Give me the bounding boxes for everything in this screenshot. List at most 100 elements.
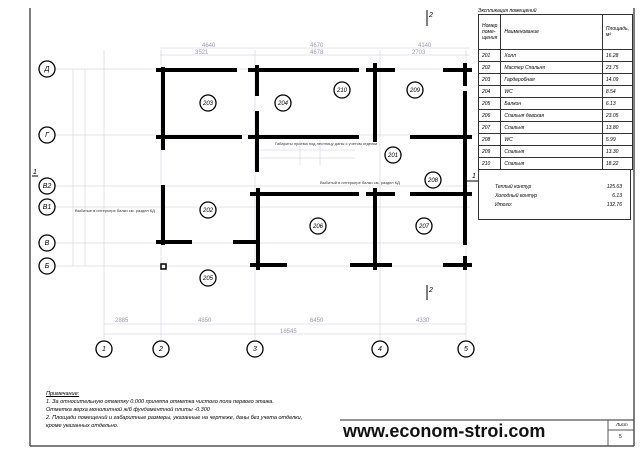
total-value: 6.13 bbox=[612, 193, 622, 199]
column-post bbox=[160, 263, 167, 270]
total-label: Теплый контур bbox=[495, 184, 532, 190]
website-label[interactable]: www.econom-stroi.com bbox=[343, 421, 546, 441]
cell-num: 208 bbox=[477, 133, 502, 146]
cell-name: WC bbox=[500, 133, 603, 146]
total-value: 125.63 bbox=[606, 184, 622, 190]
cell-num: 204 bbox=[477, 85, 502, 98]
cell-num: 206 bbox=[477, 109, 502, 122]
axis-col-marker: 3 bbox=[253, 346, 257, 353]
cell-area: 13.80 bbox=[601, 121, 634, 134]
room-number: 207 bbox=[418, 224, 430, 230]
section-marks bbox=[32, 10, 478, 300]
axis-row-marker-circle bbox=[38, 60, 56, 78]
room-number-circle bbox=[406, 81, 424, 99]
room-number: 206 bbox=[312, 224, 324, 230]
cell-num: 209 bbox=[477, 145, 502, 158]
cell-num: 201 bbox=[477, 49, 502, 62]
header-name: Наименование bbox=[500, 14, 603, 50]
section-2-bottom: 2 bbox=[428, 287, 433, 294]
room-number-circle bbox=[415, 217, 433, 235]
room-schedule-title: Экспликация помещений bbox=[478, 8, 537, 14]
notes-title: Примечание: bbox=[46, 391, 80, 397]
cell-num: 205 bbox=[477, 97, 502, 110]
axis-row-marker-circle bbox=[38, 198, 56, 216]
section-1-right: 1 bbox=[472, 173, 476, 180]
cell-area: 6.13 bbox=[601, 97, 634, 110]
room-number-circle bbox=[199, 269, 217, 287]
section-1-left: 1 bbox=[33, 169, 37, 176]
dim-bottom: 4850 bbox=[198, 318, 212, 324]
room-number: 203 bbox=[202, 101, 214, 107]
dim-top2: 4678 bbox=[310, 50, 324, 56]
dim-bottom: 6450 bbox=[310, 318, 324, 324]
cell-area: 18.22 bbox=[601, 157, 634, 170]
room-number-circle bbox=[424, 171, 442, 189]
room-number: 208 bbox=[427, 178, 439, 184]
axis-col-marker-circle bbox=[246, 340, 264, 358]
dim-top2: 2703 bbox=[412, 50, 426, 56]
axis-row-marker-circle bbox=[38, 257, 56, 275]
dim-total: 18545 bbox=[280, 329, 297, 335]
room-number-circle bbox=[274, 94, 292, 112]
dim-top: 4640 bbox=[202, 43, 216, 49]
cell-num: 203 bbox=[477, 73, 502, 86]
notes: Примечание: 1. За относительную отметку … bbox=[46, 390, 302, 430]
axis-row-marker-circle bbox=[38, 126, 56, 144]
room-number-circle bbox=[199, 94, 217, 112]
axis-row-marker: Г bbox=[45, 132, 50, 139]
note-line: Отметка верха монолитной ж/б фундаментно… bbox=[46, 407, 210, 413]
room-number-circle bbox=[384, 146, 402, 164]
cell-num: 202 bbox=[477, 61, 502, 74]
dim-top2: 3521 bbox=[195, 50, 209, 56]
section-2-top: 2 bbox=[428, 12, 433, 19]
cell-name: WC bbox=[500, 85, 603, 98]
axis-col-marker: 1 bbox=[102, 346, 106, 353]
cell-name: Спальня bbox=[500, 121, 603, 134]
cell-area: 14.09 bbox=[601, 73, 634, 86]
room-number-circle bbox=[309, 217, 327, 235]
room-number: 204 bbox=[277, 101, 289, 107]
axis-col-marker-circle bbox=[371, 340, 389, 358]
room-number: 209 bbox=[409, 88, 421, 94]
cell-name: Гардеробная bbox=[500, 73, 603, 86]
room-number-circle bbox=[199, 201, 217, 219]
dim-bottom: 2885 bbox=[115, 318, 129, 324]
header-area: Площадь, м² bbox=[601, 14, 634, 50]
axis-row-marker: Б bbox=[45, 263, 50, 270]
cell-area: 16.28 bbox=[601, 49, 634, 62]
axis-row-marker: В1 bbox=[43, 204, 52, 211]
room-number: 202 bbox=[202, 208, 214, 214]
axis-col-marker: 5 bbox=[464, 346, 468, 353]
axis-row-marker-circle bbox=[38, 177, 56, 195]
note-line: кроме указанных отдельно. bbox=[46, 423, 119, 429]
axis-col-marker-circle bbox=[95, 340, 113, 358]
cell-name: Спальня девская bbox=[500, 109, 603, 122]
sheet-number: 5 bbox=[619, 434, 622, 440]
cell-area: 8.54 bbox=[601, 85, 634, 98]
walls bbox=[156, 63, 472, 270]
axis-row-marker: В bbox=[45, 240, 50, 247]
cell-num: 210 bbox=[477, 157, 502, 170]
total-label: Итого: bbox=[495, 202, 513, 208]
note-line: 2. Площади помещений и габаритные размер… bbox=[46, 415, 303, 421]
room-number: 210 bbox=[336, 88, 348, 94]
beam-note-center: Выбитый в интерьере балки см. раздел КД bbox=[320, 180, 400, 185]
cell-area: 23.05 bbox=[601, 109, 634, 122]
sheet-label: Лист bbox=[616, 422, 628, 427]
total-value: 132.76 bbox=[606, 202, 622, 208]
